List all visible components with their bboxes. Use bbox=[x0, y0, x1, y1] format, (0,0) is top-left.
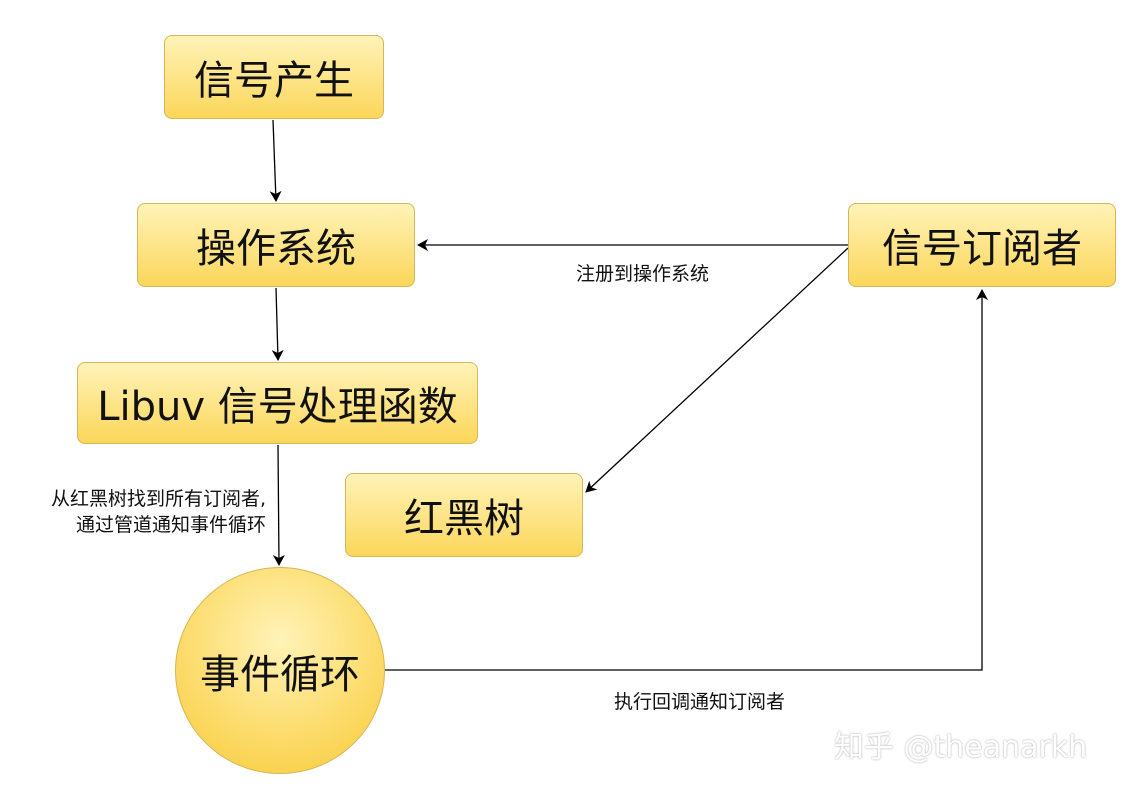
edge-label-find-subscribers: 从红黑树找到所有订阅者, 通过管道通知事件循环 bbox=[4, 486, 266, 538]
node-event-loop-label: 事件循环 bbox=[200, 651, 360, 698]
edge-label-register-to-os: 注册到操作系统 bbox=[576, 263, 710, 285]
edge-label-find-subscribers-line1: 从红黑树找到所有订阅者, bbox=[50, 488, 266, 510]
node-signal-subscriber: 信号订阅者 bbox=[848, 203, 1116, 287]
node-red-black-tree: 红黑树 bbox=[345, 473, 583, 557]
edge-label-callback-notify: 执行回调通知订阅者 bbox=[614, 691, 786, 713]
node-signal-subscriber-label: 信号订阅者 bbox=[882, 226, 1082, 272]
node-libuv-signal-handler-label: Libuv 信号处理函数 bbox=[97, 384, 458, 430]
edge-os-to-libuv bbox=[271, 287, 284, 361]
node-operating-system-label: 操作系统 bbox=[196, 226, 356, 272]
node-operating-system: 操作系统 bbox=[137, 203, 415, 287]
edge-signal-to-os bbox=[269, 119, 282, 202]
edge-libuv-to-eventloop bbox=[272, 444, 285, 566]
node-libuv-signal-handler: Libuv 信号处理函数 bbox=[77, 362, 478, 444]
watermark-text: 知乎 @theanarkh bbox=[834, 730, 1088, 765]
edge-label-find-subscribers-line2: 通过管道通知事件循环 bbox=[75, 514, 266, 536]
node-signal-generation: 信号产生 bbox=[164, 35, 384, 119]
edge-eventloop-to-subscriber bbox=[385, 289, 988, 671]
node-event-loop: 事件循环 bbox=[175, 567, 385, 774]
node-red-black-tree-label: 红黑树 bbox=[404, 496, 524, 542]
edge-subscriber-to-rbtree bbox=[585, 247, 849, 493]
node-signal-generation-label: 信号产生 bbox=[194, 58, 354, 104]
